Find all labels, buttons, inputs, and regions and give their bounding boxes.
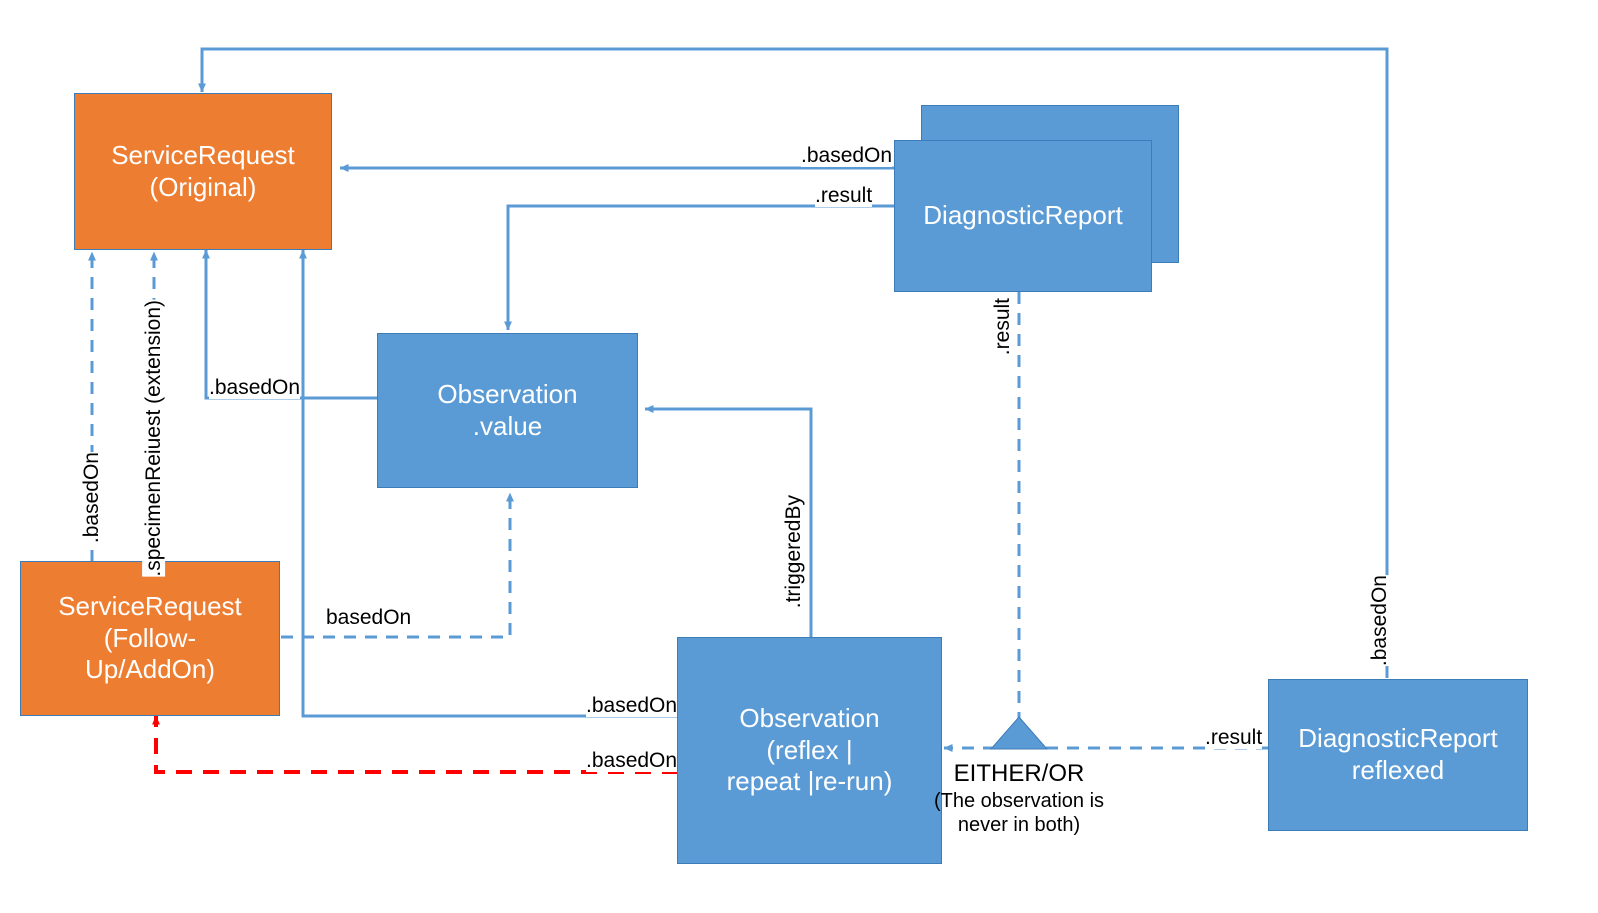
edge-triggeredby-to-observation-value — [644, 405, 813, 638]
either-or-junction-triangle — [989, 716, 1049, 750]
edge-followup-basedon-to-observation-value — [281, 492, 514, 639]
node-observation-reflex[interactable]: Observation (reflex | repeat |re-run) — [677, 637, 942, 864]
edge-dr-result-to-observation-value — [504, 204, 918, 331]
edge-observation-value-basedon-to-original — [202, 249, 377, 400]
edge-label-dr-result: .result — [815, 184, 873, 208]
either-or-heading: EITHER/OR — [953, 760, 1085, 787]
edge-label-followup-specimenrequest: .specimenReiuest (extension) — [142, 300, 166, 577]
node-observation-value[interactable]: Observation .value — [377, 333, 638, 488]
edge-label-reflexed-result: .result — [1205, 726, 1263, 750]
edge-label-reflex-basedon-red: .basedOn — [586, 749, 678, 773]
edge-label-dr-basedon: .basedOn — [801, 144, 893, 168]
node-diagnostic-report-reflexed[interactable]: DiagnosticReport reflexed — [1268, 679, 1528, 831]
edge-reflex-basedon-to-original — [299, 249, 678, 718]
edge-label-result-vertical: .result — [991, 298, 1015, 356]
edge-label-reflex-basedon-blue: .basedOn — [586, 694, 678, 718]
edge-label-followup-observation-basedon: basedOn — [326, 606, 412, 630]
node-diagnostic-report[interactable]: DiagnosticReport — [894, 140, 1152, 292]
node-service-request-original[interactable]: ServiceRequest (Original) — [74, 93, 332, 250]
edge-reflex-basedon-red-to-followup — [152, 715, 678, 774]
edge-label-reflexed-basedon: .basedOn — [1368, 575, 1392, 667]
node-service-request-followup[interactable]: ServiceRequest (Follow- Up/AddOn) — [20, 561, 280, 716]
edge-reflexed-basedon-to-original — [198, 47, 1389, 678]
edge-label-triggeredby: .triggeredBy — [782, 495, 806, 609]
either-or-caption: (The observation is never in both) — [933, 790, 1105, 836]
edge-label-followup-basedon: .basedOn — [80, 452, 104, 544]
edge-label-observation-value-basedon: .basedOn — [209, 376, 301, 400]
